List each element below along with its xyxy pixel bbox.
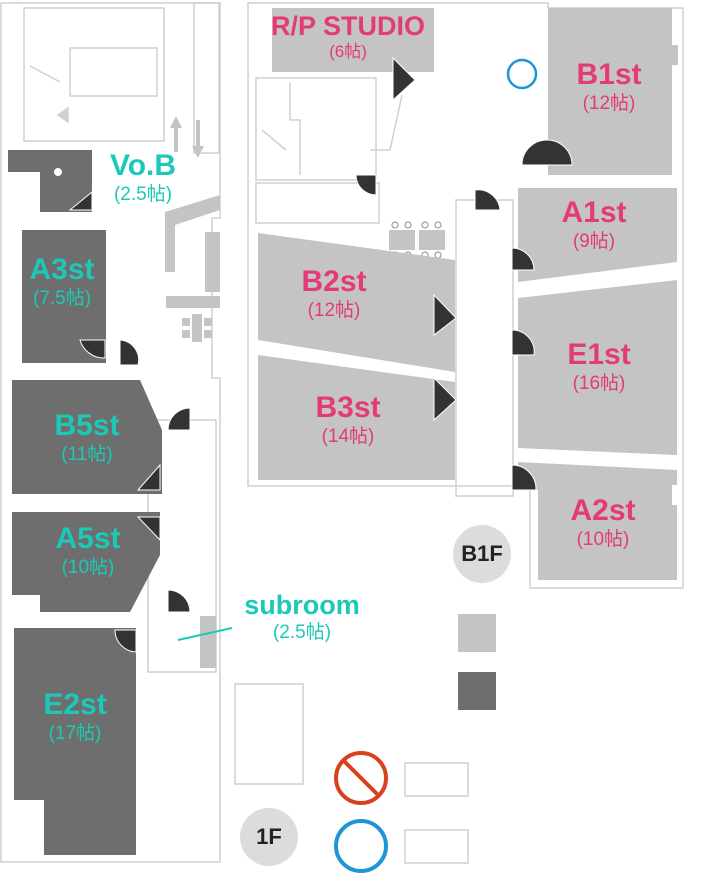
room-vob <box>8 150 92 212</box>
room-label-e1st: E1st (16帖) <box>567 338 631 394</box>
room-e1st <box>518 280 677 455</box>
room-label-a5st: A5st (10帖) <box>55 522 121 578</box>
room-b2st <box>258 233 455 372</box>
stairs-1f <box>29 47 158 124</box>
legend <box>334 614 496 873</box>
room-label-b1st: B1st (12帖) <box>576 58 642 114</box>
room-label-a3st: A3st (7.5帖) <box>29 253 95 309</box>
corridor-furniture <box>165 195 220 342</box>
allowed-circle-icon <box>334 819 388 873</box>
room-label-a2st: A2st (10帖) <box>570 494 636 550</box>
room-label-a1st: A1st (9帖) <box>561 196 627 252</box>
elevator-arrows <box>170 116 204 158</box>
light-room-swatch <box>458 614 496 652</box>
room-b5st <box>12 380 162 494</box>
room-label-vob: Vo.B (2.5帖) <box>109 149 177 205</box>
rooms-b1f-shapes <box>258 8 678 580</box>
room-label-subroom: subroom (2.5帖) <box>244 590 360 643</box>
room-a1st <box>518 188 677 282</box>
rooms-1f-shapes <box>8 150 162 855</box>
room-b1st <box>548 8 678 175</box>
floor-badge-1f: 1F <box>240 808 298 866</box>
allowed-marker-b1f <box>506 58 538 90</box>
building-outline-b1f <box>234 2 684 785</box>
room-a5st <box>12 512 160 612</box>
room-label-rp-studio: R/P STUDIO (6帖) <box>270 11 426 61</box>
doors <box>68 56 573 653</box>
room-e2st <box>14 628 136 855</box>
room-label-b3st: B3st (14帖) <box>315 391 381 447</box>
stairs-b1f <box>261 82 403 175</box>
room-b3st <box>258 355 455 480</box>
room-label-b5st: B5st (11帖) <box>54 409 120 465</box>
prohibited-icon <box>334 751 388 805</box>
room-label-e2st: E2st (17帖) <box>43 688 107 744</box>
dark-room-swatch <box>458 672 496 710</box>
room-label-b2st: B2st (12帖) <box>301 265 367 321</box>
floor-badge-b1f: B1F <box>453 525 511 583</box>
subroom-marker <box>177 616 233 668</box>
room-rp-studio <box>272 8 434 72</box>
room-a2st <box>518 462 677 580</box>
